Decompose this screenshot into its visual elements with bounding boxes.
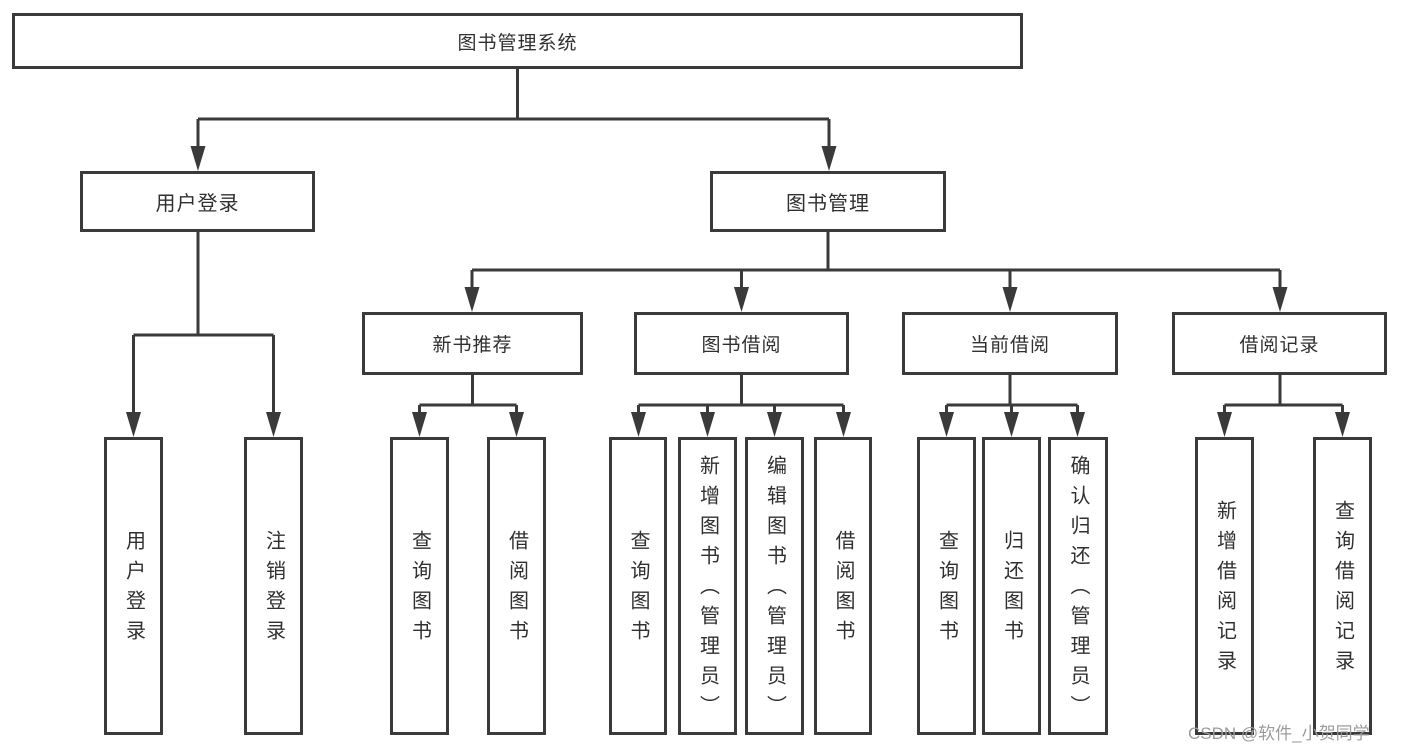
leaf-confirm-return-admin: 确认归还（管理员） [1048, 437, 1108, 735]
node-label: 当前借阅 [969, 335, 1050, 356]
node-new-book-recommend: 新书推荐 [362, 312, 583, 375]
node-label: 图书管理系统 [457, 32, 578, 54]
node-label: 编辑图书（管理员） [763, 455, 786, 725]
node-label: 借阅图书 [832, 530, 854, 650]
node-label: 借阅记录 [1239, 335, 1320, 356]
node-label: 注销登录 [262, 530, 285, 650]
leaf-user-login: 用户登录 [104, 437, 163, 735]
node-label: 查询图书 [627, 530, 649, 650]
node-label: 图书借阅 [701, 335, 782, 356]
node-label: 用户登录 [122, 530, 145, 650]
node-label: 用户登录 [155, 193, 240, 215]
node-book-borrow: 图书借阅 [634, 312, 849, 375]
node-label: 查询借阅记录 [1331, 500, 1354, 680]
node-book-management: 图书管理 [710, 171, 946, 232]
node-label: 归还图书 [1000, 530, 1023, 650]
node-label: 查询图书 [408, 530, 431, 650]
node-user-login: 用户登录 [80, 171, 315, 232]
leaf-edit-books-admin: 编辑图书（管理员） [745, 437, 804, 735]
leaf-query-books-recommend: 查询图书 [390, 437, 449, 735]
leaf-query-borrow-record: 查询借阅记录 [1313, 437, 1372, 735]
leaf-query-books-current: 查询图书 [917, 437, 976, 735]
node-label: 图书管理 [786, 193, 870, 215]
node-label: 新增图书（管理员） [696, 455, 719, 725]
node-label: 借阅图书 [505, 530, 528, 650]
node-label: 确认归还（管理员） [1067, 455, 1089, 725]
leaf-return-books: 归还图书 [982, 437, 1041, 735]
leaf-query-books-borrow: 查询图书 [609, 437, 667, 735]
node-library-management-system: 图书管理系统 [12, 13, 1023, 69]
node-label: 查询图书 [935, 530, 958, 650]
leaf-borrow-books: 借阅图书 [814, 437, 872, 735]
csdn-watermark: CSDN @软件_小贺同学 [1188, 724, 1370, 743]
leaf-borrow-books-recommend: 借阅图书 [487, 437, 546, 735]
node-label: 新增借阅记录 [1213, 500, 1236, 680]
node-current-borrow: 当前借阅 [902, 312, 1118, 375]
node-label: 新书推荐 [432, 335, 513, 356]
leaf-add-books-admin: 新增图书（管理员） [678, 437, 737, 735]
leaf-add-borrow-record: 新增借阅记录 [1195, 437, 1254, 735]
node-borrow-record: 借阅记录 [1172, 312, 1387, 375]
leaf-logout: 注销登录 [244, 437, 303, 735]
arrowheads [126, 146, 1350, 437]
